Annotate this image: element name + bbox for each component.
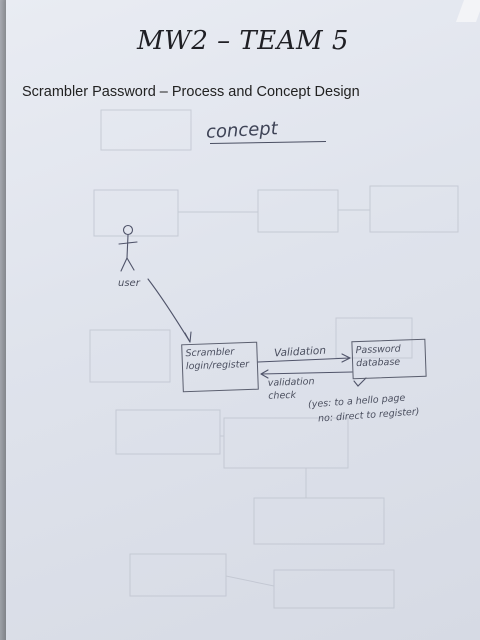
validation-check-arrow (260, 371, 353, 375)
document-title: MW2 – TEAM 5 (137, 26, 349, 56)
password-database-box: Password database (351, 338, 427, 380)
scrambler-login-box: Scrambler login/register (181, 341, 259, 393)
scrambler-line2: login/register (185, 358, 250, 373)
validation-arrow (257, 357, 351, 363)
user-stick-figure (118, 224, 138, 272)
user-to-scrambler-arrow (147, 278, 191, 343)
user-label: user (118, 278, 140, 289)
database-line2: database (355, 356, 401, 370)
paper-sheet: MW2 – TEAM 5 Scrambler Password – Proces… (6, 0, 480, 640)
concept-sketch (118, 224, 367, 387)
validation-check-line1: validation (267, 376, 315, 389)
show-through-sketch (89, 109, 459, 609)
document-subtitle: Scrambler Password – Process and Concept… (22, 84, 360, 100)
